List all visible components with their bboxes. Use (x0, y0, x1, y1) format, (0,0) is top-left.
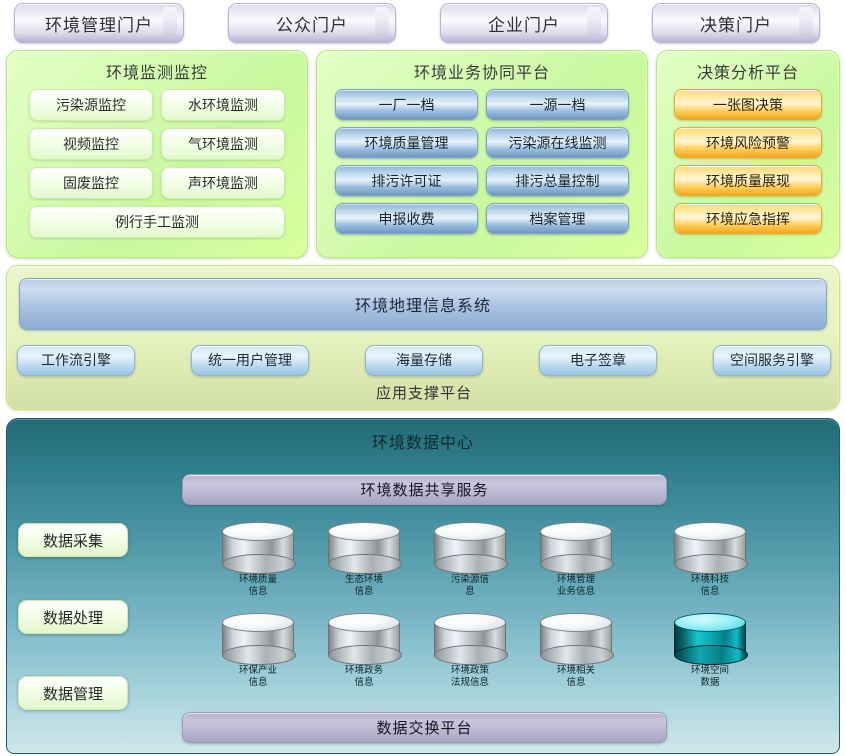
button-declaration-and-fees[interactable]: 申报收费 (335, 203, 478, 234)
database-label: 环保产业 信息 (238, 665, 277, 688)
database-label: 环境质量 信息 (238, 574, 277, 597)
caption-application-support-platform: 应用支撑平台 (375, 384, 472, 402)
decision-button-grid: 一张图决策 环境风险预警 环境质量展现 环境应急指挥 (657, 83, 839, 234)
panel-decision-analysis-platform: 决策分析平台 一张图决策 环境风险预警 环境质量展现 环境应急指挥 (656, 50, 840, 258)
database-label: 污染源信 息 (450, 574, 489, 597)
label-data-collection: 数据采集 (18, 523, 128, 557)
cylinder-icon (328, 613, 402, 665)
portal-tab-row: 环境管理门户 公众门户 企业门户 决策门户 (0, 0, 846, 46)
monitoring-button-grid: 污染源监控 水环境监测 视频监控 气环境监测 固废监控 声环境监测 例行手工监测 (7, 83, 307, 238)
panel-title-decision: 决策分析平台 (696, 63, 799, 82)
panel-title-monitoring: 环境监测监控 (105, 63, 208, 82)
label-data-processing: 数据处理 (18, 600, 128, 634)
database-environmental-protection-industry[interactable]: 环保产业 信息 (210, 613, 306, 689)
portal-tab-environment-management[interactable]: 环境管理门户 (14, 3, 184, 43)
database-label: 环境管理 业务信息 (556, 574, 595, 597)
business-button-grid: 一厂一档 一源一档 环境质量管理 污染源在线监测 排污许可证 排污总量控制 申报… (317, 83, 647, 234)
portal-tab-decision[interactable]: 决策门户 (652, 3, 820, 43)
database-environment-related[interactable]: 环境相关 信息 (528, 613, 624, 689)
database-environmental-spatial-data[interactable]: 环境空间 数据 (662, 613, 758, 689)
button-discharge-permit[interactable]: 排污许可证 (335, 165, 478, 196)
button-one-map-decision[interactable]: 一张图决策 (674, 89, 822, 120)
button-environmental-emergency-command[interactable]: 环境应急指挥 (674, 203, 822, 234)
button-environmental-quality-display[interactable]: 环境质量展现 (674, 165, 822, 196)
support-component-row: 工作流引擎 统一用户管理 海量存储 电子签章 空间服务引擎 (17, 342, 831, 378)
cylinder-icon (674, 613, 748, 665)
panel-title-business: 环境业务协同平台 (413, 63, 550, 82)
panel-environmental-business-platform: 环境业务协同平台 一厂一档 一源一档 环境质量管理 污染源在线监测 排污许可证 … (316, 50, 648, 258)
database-label: 环境空间 数据 (690, 665, 729, 688)
database-label: 生态环境 信息 (344, 574, 383, 597)
portal-tab-enterprise[interactable]: 企业门户 (440, 3, 608, 43)
button-video-monitoring[interactable]: 视频监控 (29, 128, 153, 160)
cylinder-icon (434, 613, 508, 665)
button-water-environment-monitoring[interactable]: 水环境监测 (161, 89, 285, 121)
database-environmental-quality[interactable]: 环境质量 信息 (210, 522, 306, 598)
button-solid-waste-monitoring[interactable]: 固废监控 (29, 167, 153, 199)
button-air-environment-monitoring[interactable]: 气环境监测 (161, 128, 285, 160)
database-environmental-technology[interactable]: 环境科技 信息 (662, 522, 758, 598)
bar-environmental-gis[interactable]: 环境地理信息系统 (19, 278, 827, 330)
cylinder-icon (674, 522, 748, 574)
cylinder-icon (222, 613, 296, 665)
button-archive-management[interactable]: 档案管理 (486, 203, 629, 234)
button-mass-storage[interactable]: 海量存储 (365, 344, 483, 376)
database-pollution-source[interactable]: 污染源信 息 (422, 522, 518, 598)
database-environmental-policy-and-regulations[interactable]: 环境政策 法规信息 (422, 613, 518, 689)
database-environmental-government-affairs[interactable]: 环境政务 信息 (316, 613, 412, 689)
database-label: 环境相关 信息 (556, 665, 595, 688)
cylinder-icon (540, 613, 614, 665)
cylinder-icon (434, 522, 508, 574)
button-pollution-source-monitoring[interactable]: 污染源监控 (29, 89, 153, 121)
panel-environmental-monitoring: 环境监测监控 污染源监控 水环境监测 视频监控 气环境监测 固废监控 声环境监测… (6, 50, 308, 258)
panel-application-support-platform: 环境地理信息系统 工作流引擎 统一用户管理 海量存储 电子签章 空间服务引擎 应… (6, 265, 840, 410)
cylinder-icon (328, 522, 402, 574)
button-unified-user-management[interactable]: 统一用户管理 (191, 344, 309, 376)
button-total-discharge-control[interactable]: 排污总量控制 (486, 165, 629, 196)
cylinder-icon (540, 522, 614, 574)
label-data-management: 数据管理 (18, 676, 128, 710)
bar-data-exchange-platform[interactable]: 数据交换平台 (182, 712, 667, 743)
button-one-factory-one-record[interactable]: 一厂一档 (335, 89, 478, 120)
button-environmental-risk-warning[interactable]: 环境风险预警 (674, 127, 822, 158)
cylinder-icon (222, 522, 296, 574)
database-environmental-management-business[interactable]: 环境管理 业务信息 (528, 522, 624, 598)
database-label: 环境政策 法规信息 (450, 665, 489, 688)
button-environmental-quality-management[interactable]: 环境质量管理 (335, 127, 478, 158)
button-workflow-engine[interactable]: 工作流引擎 (17, 344, 135, 376)
bar-environmental-data-sharing-service[interactable]: 环境数据共享服务 (182, 474, 667, 505)
portal-tab-public[interactable]: 公众门户 (228, 3, 396, 43)
database-ecological-environment[interactable]: 生态环境 信息 (316, 522, 412, 598)
database-label: 环境科技 信息 (690, 574, 729, 597)
button-pollution-source-online-monitoring[interactable]: 污染源在线监测 (486, 127, 629, 158)
database-label: 环境政务 信息 (344, 665, 383, 688)
panel-title-data-center: 环境数据中心 (371, 433, 474, 452)
button-spatial-service-engine[interactable]: 空间服务引擎 (713, 344, 831, 376)
button-routine-manual-monitoring[interactable]: 例行手工监测 (29, 206, 285, 238)
button-one-source-one-record[interactable]: 一源一档 (486, 89, 629, 120)
button-noise-environment-monitoring[interactable]: 声环境监测 (161, 167, 285, 199)
button-electronic-signature[interactable]: 电子签章 (539, 344, 657, 376)
